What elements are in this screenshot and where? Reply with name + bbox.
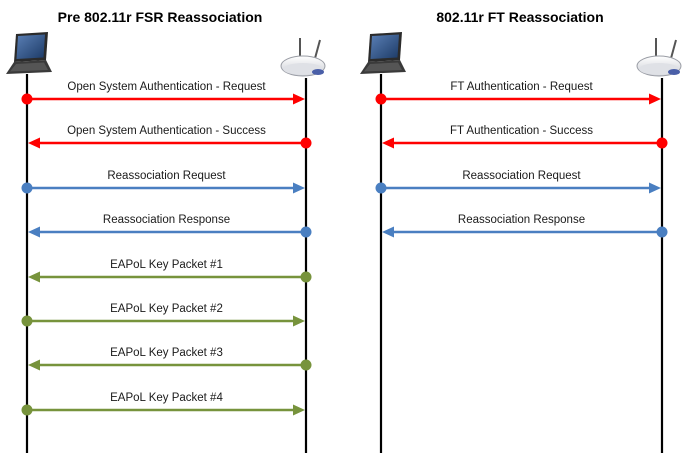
arrowhead-icon [28,271,40,283]
left-message-list: Open System Authentication - RequestOpen… [21,81,312,416]
laptop-icon [6,32,52,74]
message-origin-dot [21,93,33,105]
laptop-icon [360,32,406,74]
message-label: FT Authentication - Success [450,125,593,137]
arrowhead-icon [293,315,305,327]
message-label: Reassociation Request [462,170,581,182]
left-message-4: Reassociation Response [28,214,312,238]
message-origin-dot [656,137,668,149]
message-origin-dot [21,182,33,194]
message-label: Open System Authentication - Request [67,81,266,93]
left-message-2: Open System Authentication - Success [28,125,312,149]
arrowhead-icon [28,359,40,371]
message-origin-dot [300,271,312,283]
message-origin-dot [375,182,387,194]
message-label: EAPoL Key Packet #2 [110,303,223,315]
right-message-1: FT Authentication - Request [375,81,661,105]
arrowhead-icon [649,93,661,105]
message-origin-dot [300,359,312,371]
message-label: FT Authentication - Request [450,81,593,93]
arrowhead-icon [649,182,661,194]
message-label: Reassociation Request [107,170,226,182]
message-origin-dot [21,315,33,327]
right-message-4: Reassociation Response [382,214,668,238]
left-message-8: EAPoL Key Packet #4 [21,392,305,416]
arrowhead-icon [293,182,305,194]
message-origin-dot [21,404,33,416]
left-message-1: Open System Authentication - Request [21,81,305,105]
arrowhead-icon [293,93,305,105]
message-origin-dot [300,226,312,238]
left-panel-title: Pre 802.11r FSR Reassociation [58,9,263,25]
message-origin-dot [375,93,387,105]
left-message-3: Reassociation Request [21,170,305,194]
left-message-6: EAPoL Key Packet #2 [21,303,305,327]
message-label: Reassociation Response [103,214,230,226]
left-message-7: EAPoL Key Packet #3 [28,347,312,371]
arrowhead-icon [28,137,40,149]
wireless-access-point-icon [636,38,682,77]
right-message-2: FT Authentication - Success [382,125,668,149]
message-label: EAPoL Key Packet #4 [110,392,223,404]
message-label: Reassociation Response [458,214,585,226]
arrowhead-icon [382,137,394,149]
message-label: Open System Authentication - Success [67,125,266,137]
arrowhead-icon [382,226,394,238]
left-message-5: EAPoL Key Packet #1 [28,259,312,283]
message-origin-dot [656,226,668,238]
wireless-access-point-icon [280,38,326,77]
message-label: EAPoL Key Packet #1 [110,259,223,271]
message-origin-dot [300,137,312,149]
right-message-list: FT Authentication - Request FT Authentica… [375,81,668,238]
right-message-3: Reassociation Request [375,170,661,194]
arrowhead-icon [293,404,305,416]
right-panel-title: 802.11r FT Reassociation [436,9,603,25]
arrowhead-icon [28,226,40,238]
message-label: EAPoL Key Packet #3 [110,347,223,359]
